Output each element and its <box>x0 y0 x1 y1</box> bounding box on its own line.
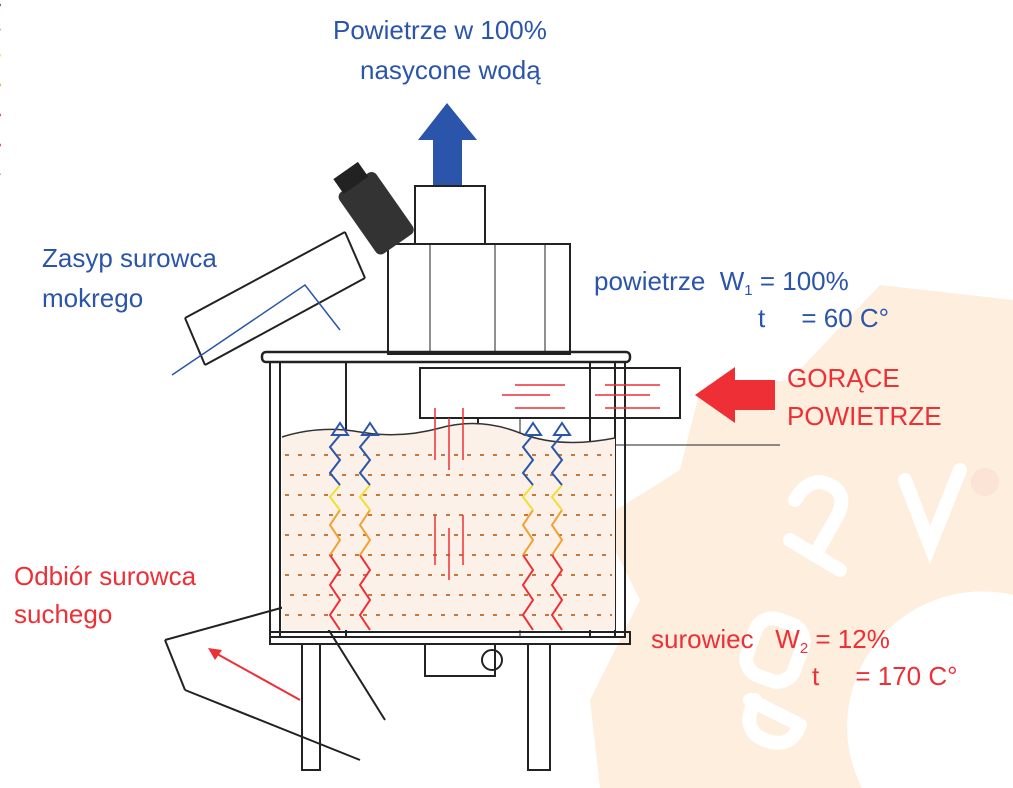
output-flow-line <box>209 649 301 701</box>
air-flow-arrows <box>434 384 660 580</box>
chimney <box>414 185 486 245</box>
material-moisture-symbol: W <box>775 624 800 654</box>
exhaust-arrow-icon <box>418 103 477 185</box>
output-arrow-icon <box>208 648 222 660</box>
leg <box>301 643 321 771</box>
material-params-line2: t = 170 C° <box>812 660 958 692</box>
material-label: surowiec <box>651 624 754 654</box>
drive-motor <box>424 643 496 677</box>
air-params-line2: t = 60 C° <box>758 302 889 334</box>
air-moisture-symbol: W <box>719 266 745 296</box>
air-moisture-value: = 100% <box>759 266 849 296</box>
material-temp-symbol: t <box>812 661 820 691</box>
input-chute <box>184 231 366 366</box>
input-label-line2: mokrego <box>42 283 144 313</box>
hot-air-label-line2: POWIETRZE <box>787 401 942 431</box>
exhaust-label-line2: nasycone wodą <box>360 55 541 85</box>
air-moisture-subscript: 1 <box>744 282 753 299</box>
air-temp-symbol: t <box>758 303 766 333</box>
air-label: powietrze <box>594 266 706 296</box>
material-moisture-value: = 12% <box>815 624 890 654</box>
feeder-motor-icon <box>333 161 414 255</box>
input-label-line1: Zasyp surowca <box>42 243 217 273</box>
watermark-gear-logo <box>590 285 1013 788</box>
leg <box>527 643 551 771</box>
air-temp-value: = 60 C° <box>801 303 890 333</box>
feed-flow-line <box>171 283 341 376</box>
output-label-line1: Odbiór surowca <box>14 561 197 591</box>
upper-housing <box>387 243 571 355</box>
tank <box>269 361 626 638</box>
material-params-line1: surowiec W2 = 12% <box>651 623 890 657</box>
air-params-line1: powietrze W1 = 100% <box>594 265 849 299</box>
material-moisture-subscript: 2 <box>799 640 809 657</box>
hot-air-arrow-icon <box>695 367 775 423</box>
hot-air-label-line1: GORĄCE <box>787 363 900 393</box>
output-label-line2: suchego <box>14 599 113 629</box>
hot-air-duct <box>419 367 681 419</box>
material-temp-value: = 170 C° <box>855 661 958 691</box>
exhaust-label-line1: Powietrze w 100% <box>333 15 547 45</box>
